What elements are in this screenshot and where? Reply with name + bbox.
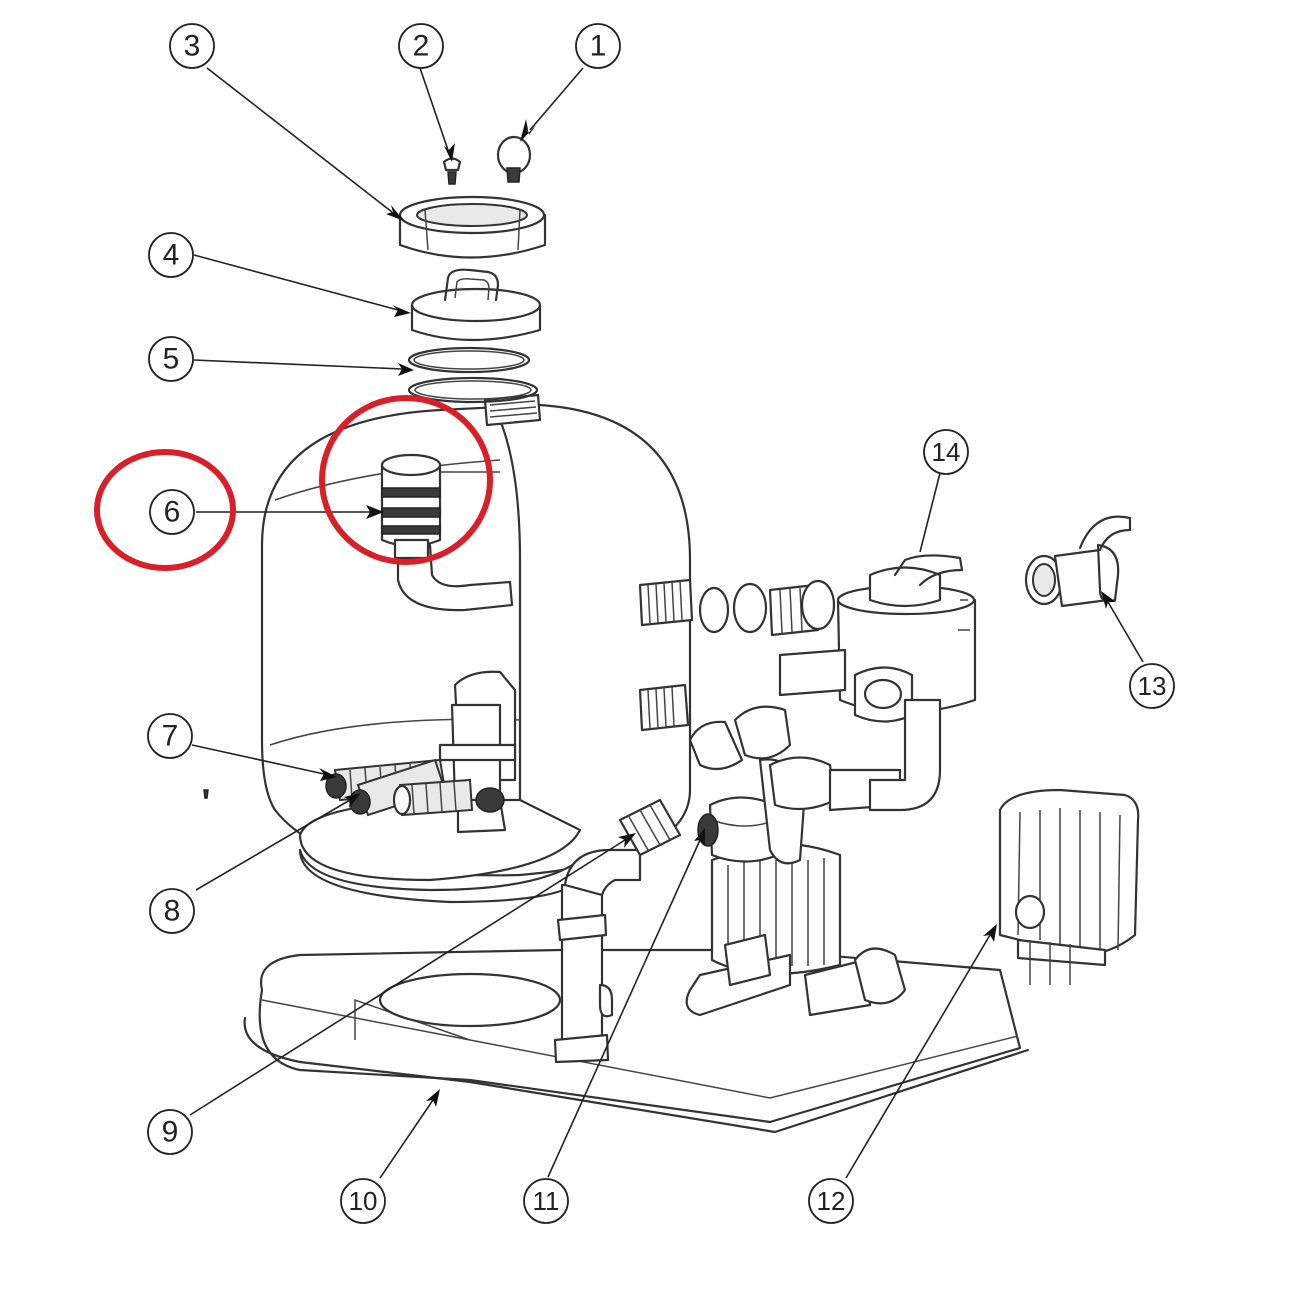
highlight-ring-part-6 — [319, 395, 493, 565]
callout-4: 4 — [148, 232, 194, 278]
callout-14: 14 — [923, 429, 969, 475]
highlight-ring-callout-6 — [94, 449, 236, 571]
svg-text:12: 12 — [817, 1186, 846, 1216]
callout-7: 7 — [147, 713, 193, 759]
svg-text:14: 14 — [932, 437, 961, 467]
stray-mark — [203, 789, 209, 799]
svg-text:1: 1 — [590, 30, 607, 63]
svg-text:13: 13 — [1138, 671, 1167, 701]
svg-text:9: 9 — [162, 1116, 179, 1149]
callout-6: 6 — [149, 489, 195, 535]
callout-5: 5 — [148, 336, 194, 382]
strainer-basket — [998, 788, 1140, 985]
svg-text:3: 3 — [184, 30, 201, 63]
pump-motor — [685, 842, 907, 1017]
leader-lines — [189, 67, 1144, 1179]
svg-text:6: 6 — [164, 496, 181, 529]
laterals — [325, 743, 517, 817]
svg-text:5: 5 — [163, 343, 180, 376]
svg-text:2: 2 — [413, 30, 430, 63]
filter-tank — [260, 393, 694, 904]
diffuser-part — [380, 453, 500, 560]
valve-unions — [698, 579, 836, 637]
base-plate — [243, 948, 1030, 1134]
svg-text:11: 11 — [533, 1186, 560, 1216]
svg-text:4: 4 — [163, 239, 180, 272]
pump-strainer-housing — [697, 758, 807, 865]
o-rings — [407, 346, 539, 404]
locking-collar — [398, 195, 547, 259]
callout-13: 13 — [1129, 663, 1175, 709]
callout-12: 12 — [808, 1178, 854, 1224]
union-valve — [1024, 515, 1132, 608]
tank-lid — [410, 268, 542, 342]
pressure-gauge — [496, 135, 532, 183]
callout-2: 2 — [398, 23, 444, 69]
svg-text:10: 10 — [349, 1186, 378, 1216]
callout-9: 9 — [147, 1109, 193, 1155]
air-release-valve — [442, 157, 462, 185]
callout-10: 10 — [340, 1178, 386, 1224]
callout-11: 11 — [523, 1178, 569, 1224]
callout-1: 1 — [575, 23, 621, 69]
callout-3: 3 — [169, 23, 215, 69]
multiport-valve — [778, 554, 977, 812]
svg-text:8: 8 — [164, 895, 181, 928]
callout-8: 8 — [149, 888, 195, 934]
svg-text:7: 7 — [162, 720, 179, 753]
